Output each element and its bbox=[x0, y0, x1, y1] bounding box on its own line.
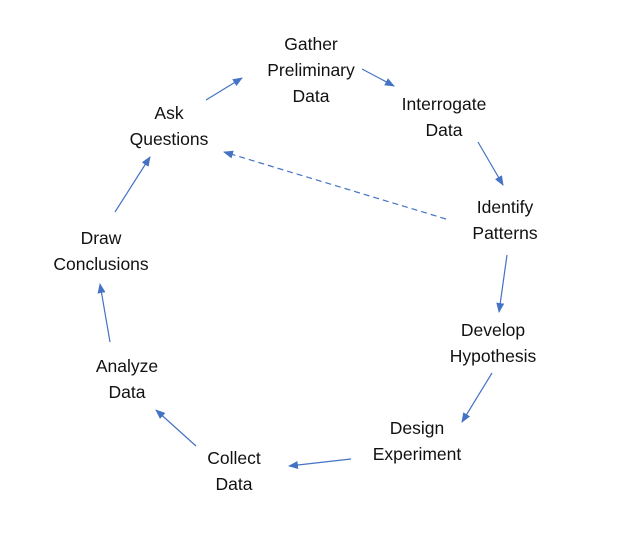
node-identify-patterns: Identify Patterns bbox=[472, 194, 537, 246]
node-label-line: Draw bbox=[80, 228, 122, 248]
node-label-line: Experiment bbox=[372, 444, 462, 464]
arrow-identify-to-ask-dashed bbox=[223, 150, 447, 220]
node-label-line: Interrogate bbox=[401, 94, 487, 114]
node-label-line: Collect bbox=[207, 448, 261, 468]
arrow-analyze-to-draw bbox=[97, 283, 111, 343]
arrow-design-to-collect bbox=[288, 458, 352, 469]
node-label-line: Patterns bbox=[472, 223, 538, 243]
arrow-draw-to-ask bbox=[114, 156, 151, 213]
node-label-line: Preliminary bbox=[267, 60, 355, 80]
node-collect-data: Collect Data bbox=[207, 445, 261, 497]
node-label-line: Conclusions bbox=[53, 254, 149, 274]
node-label-line: Identify bbox=[476, 197, 534, 217]
node-label-line: Analyze bbox=[95, 356, 159, 376]
arrow-gather-to-interrogate bbox=[361, 68, 395, 87]
node-label-line: Ask bbox=[154, 103, 184, 123]
node-analyze-data: Analyze Data bbox=[96, 353, 158, 405]
arrow-collect-to-analyze bbox=[155, 409, 197, 447]
node-label-line: Data bbox=[215, 474, 253, 494]
node-label-line: Data bbox=[292, 86, 330, 106]
arrow-develop-to-design bbox=[461, 372, 493, 423]
node-label-line: Data bbox=[108, 382, 146, 402]
node-label-line: Hypothesis bbox=[449, 346, 537, 366]
node-gather-preliminary-data: Gather Preliminary Data bbox=[267, 31, 355, 109]
node-draw-conclusions: Draw Conclusions bbox=[53, 225, 148, 277]
node-label-line: Data bbox=[425, 120, 463, 140]
node-label-line: Questions bbox=[129, 129, 209, 149]
node-interrogate-data: Interrogate Data bbox=[402, 91, 487, 143]
node-label-line: Gather bbox=[284, 34, 338, 54]
arrow-ask-to-gather bbox=[205, 77, 243, 101]
node-label-line: Develop bbox=[460, 320, 526, 340]
node-design-experiment: Design Experiment bbox=[373, 415, 462, 467]
arrow-identify-to-develop bbox=[496, 254, 508, 313]
node-develop-hypothesis: Develop Hypothesis bbox=[450, 317, 537, 369]
node-ask-questions: Ask Questions bbox=[130, 100, 209, 152]
node-label-line: Design bbox=[389, 418, 445, 438]
arrow-interrogate-to-identify bbox=[477, 141, 504, 186]
